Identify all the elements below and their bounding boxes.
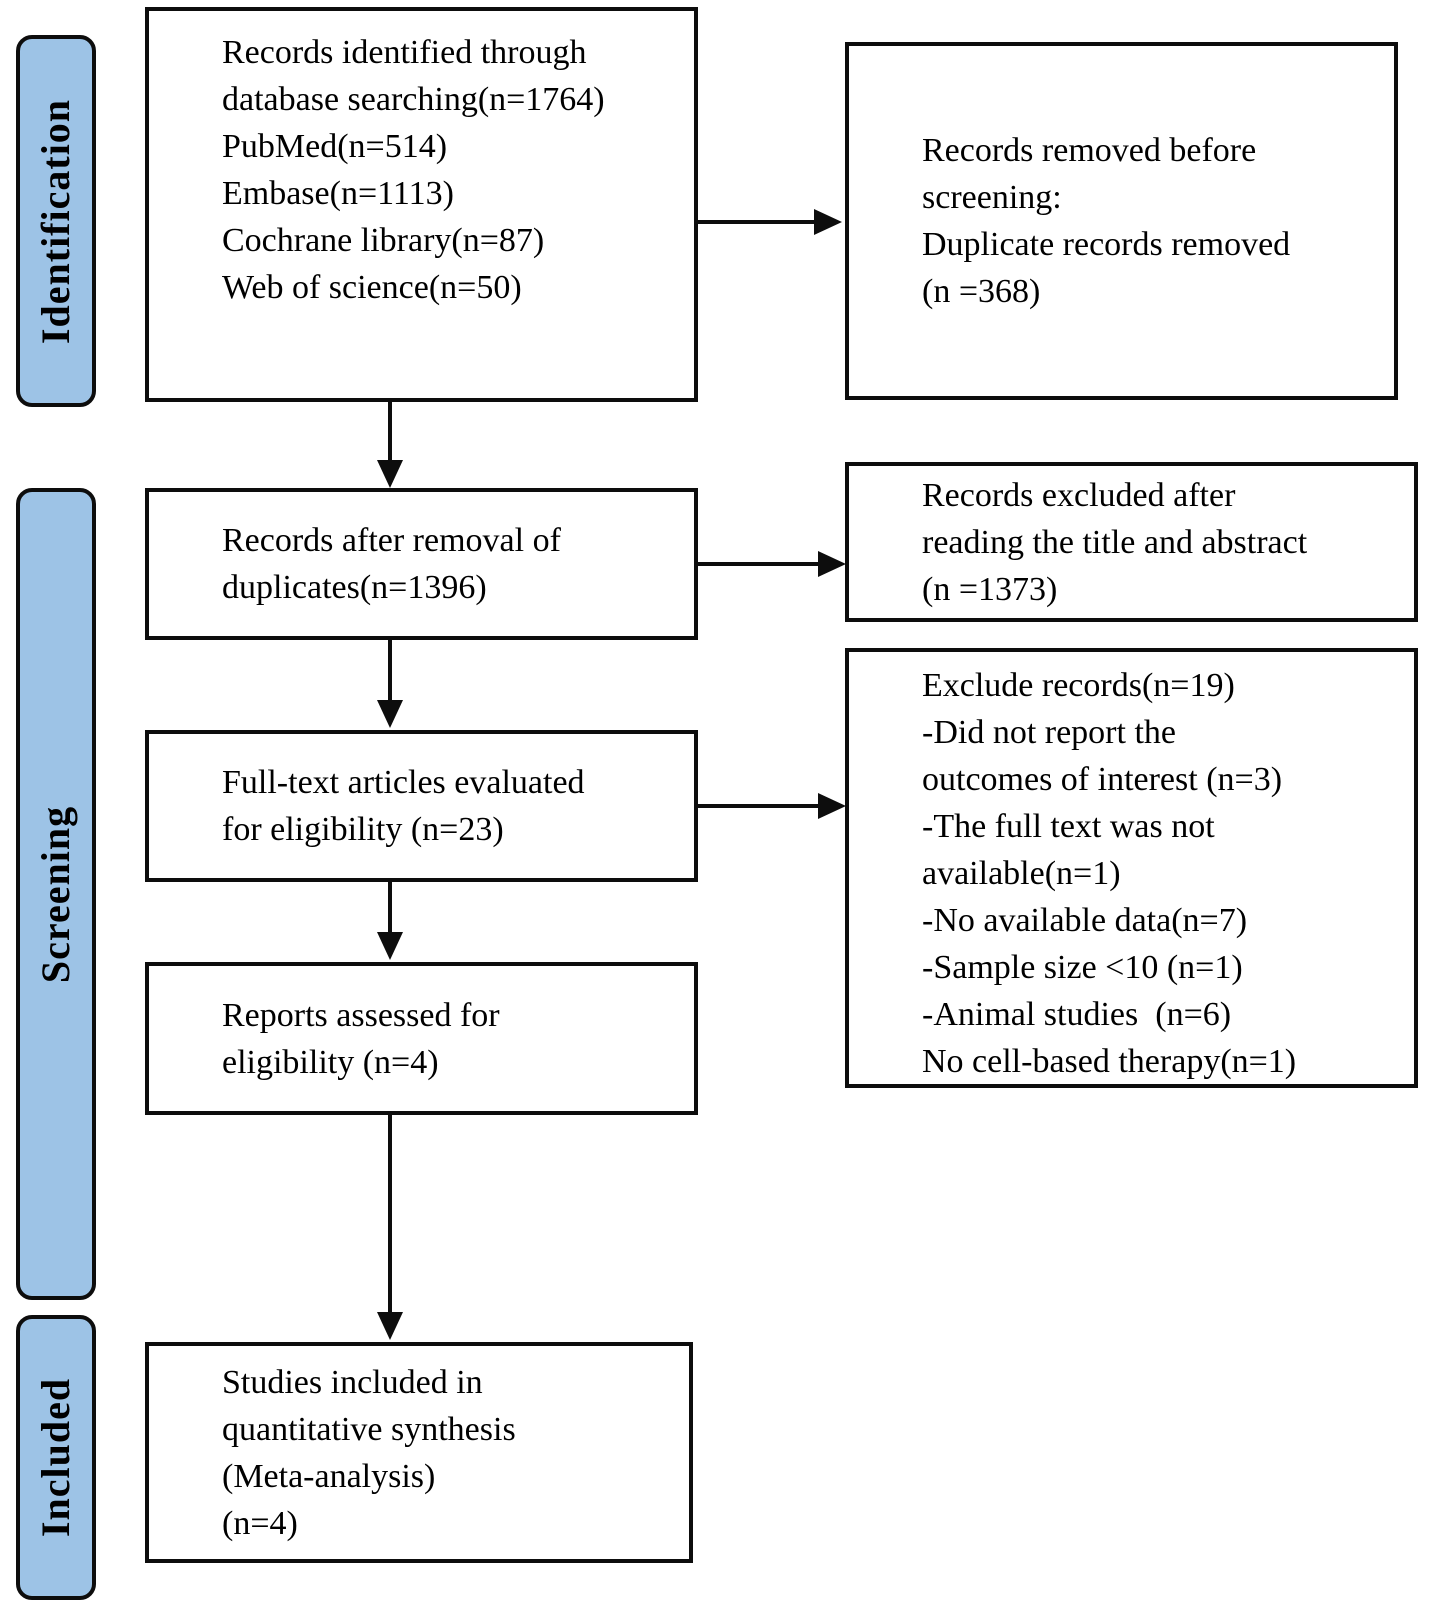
stage-label-screening: Screening [33, 805, 79, 983]
box-studies-included: Studies included in quantitative synthes… [145, 1342, 693, 1563]
stage-bar-screening: Screening [16, 488, 96, 1300]
box-reports-assessed-text: Reports assessed for eligibility (n=4) [222, 996, 500, 1081]
box-excluded-records-text: Exclude records(n=19) -Did not report th… [922, 667, 1297, 1080]
stage-bar-included: Included [16, 1315, 96, 1600]
box-records-after-duplicates-text: Records after removal of duplicates(n=13… [222, 522, 561, 606]
box-fulltext-evaluated: Full-text articles evaluated for eligibi… [145, 730, 698, 882]
arrow-identified-to-removed-before-screening [698, 209, 842, 235]
box-records-identified: Records identified through database sear… [145, 7, 698, 402]
stage-label-identification: Identification [33, 98, 79, 344]
arrow-fulltext-to-excluded-records [698, 793, 846, 819]
box-studies-included-text: Studies included in quantitative synthes… [222, 1363, 516, 1542]
box-excluded-records: Exclude records(n=19) -Did not report th… [845, 648, 1418, 1088]
box-records-after-duplicates: Records after removal of duplicates(n=13… [145, 488, 698, 640]
box-reports-assessed: Reports assessed for eligibility (n=4) [145, 962, 698, 1115]
arrow-after-duplicates-to-fulltext [377, 640, 403, 728]
box-fulltext-evaluated-text: Full-text articles evaluated for eligibi… [222, 764, 585, 848]
arrow-fulltext-to-reports-assessed [377, 882, 403, 960]
box-records-removed-before-screening: Records removed before screening: Duplic… [845, 42, 1398, 400]
box-records-removed-before-screening-text: Records removed before screening: Duplic… [922, 132, 1291, 310]
box-records-excluded-title-abstract-text: Records excluded after reading the title… [922, 476, 1308, 608]
arrow-reports-assessed-to-studies-included [377, 1115, 403, 1340]
box-records-excluded-title-abstract: Records excluded after reading the title… [845, 462, 1418, 622]
stage-label-included: Included [33, 1377, 79, 1538]
arrow-identified-to-after-duplicates [377, 402, 403, 488]
box-records-identified-text: Records identified through database sear… [222, 34, 605, 306]
stage-bar-identification: Identification [16, 35, 96, 407]
arrow-after-duplicates-to-excluded-title-abstract [698, 551, 846, 577]
